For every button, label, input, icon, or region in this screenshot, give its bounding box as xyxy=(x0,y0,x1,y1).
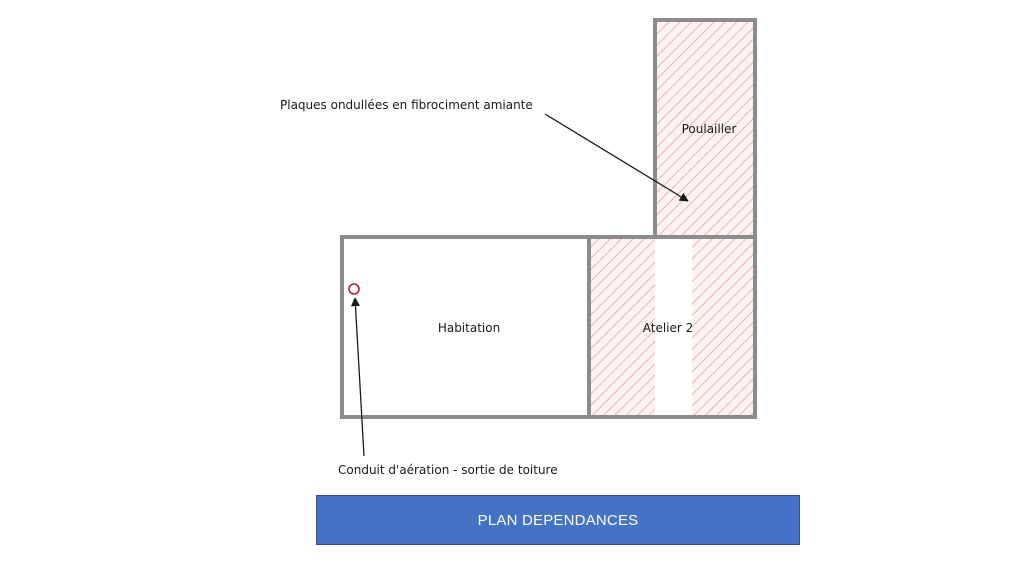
plan-title: PLAN DEPENDANCES xyxy=(477,511,639,529)
habitation-label: Habitation xyxy=(438,321,500,335)
vent-arrow xyxy=(350,297,365,457)
atelier-hatch-right xyxy=(692,238,753,415)
asbestos-arrow xyxy=(544,113,689,202)
walls xyxy=(340,18,757,419)
poulailler-label: Poulailler xyxy=(682,122,737,136)
atelier-hatch-left xyxy=(591,238,655,415)
asbestos-annotation: Plaques ondullées en fibrociment amiante xyxy=(280,98,533,112)
plan-title-box: PLAN DEPENDANCES xyxy=(316,495,800,545)
atelier-label: Atelier 2 xyxy=(643,321,694,335)
vent-annotation: Conduit d'aération - sortie de toiture xyxy=(338,463,558,477)
poulailler-hatch xyxy=(657,22,753,235)
atelier-wall xyxy=(587,235,757,419)
vent-marker xyxy=(348,283,360,295)
